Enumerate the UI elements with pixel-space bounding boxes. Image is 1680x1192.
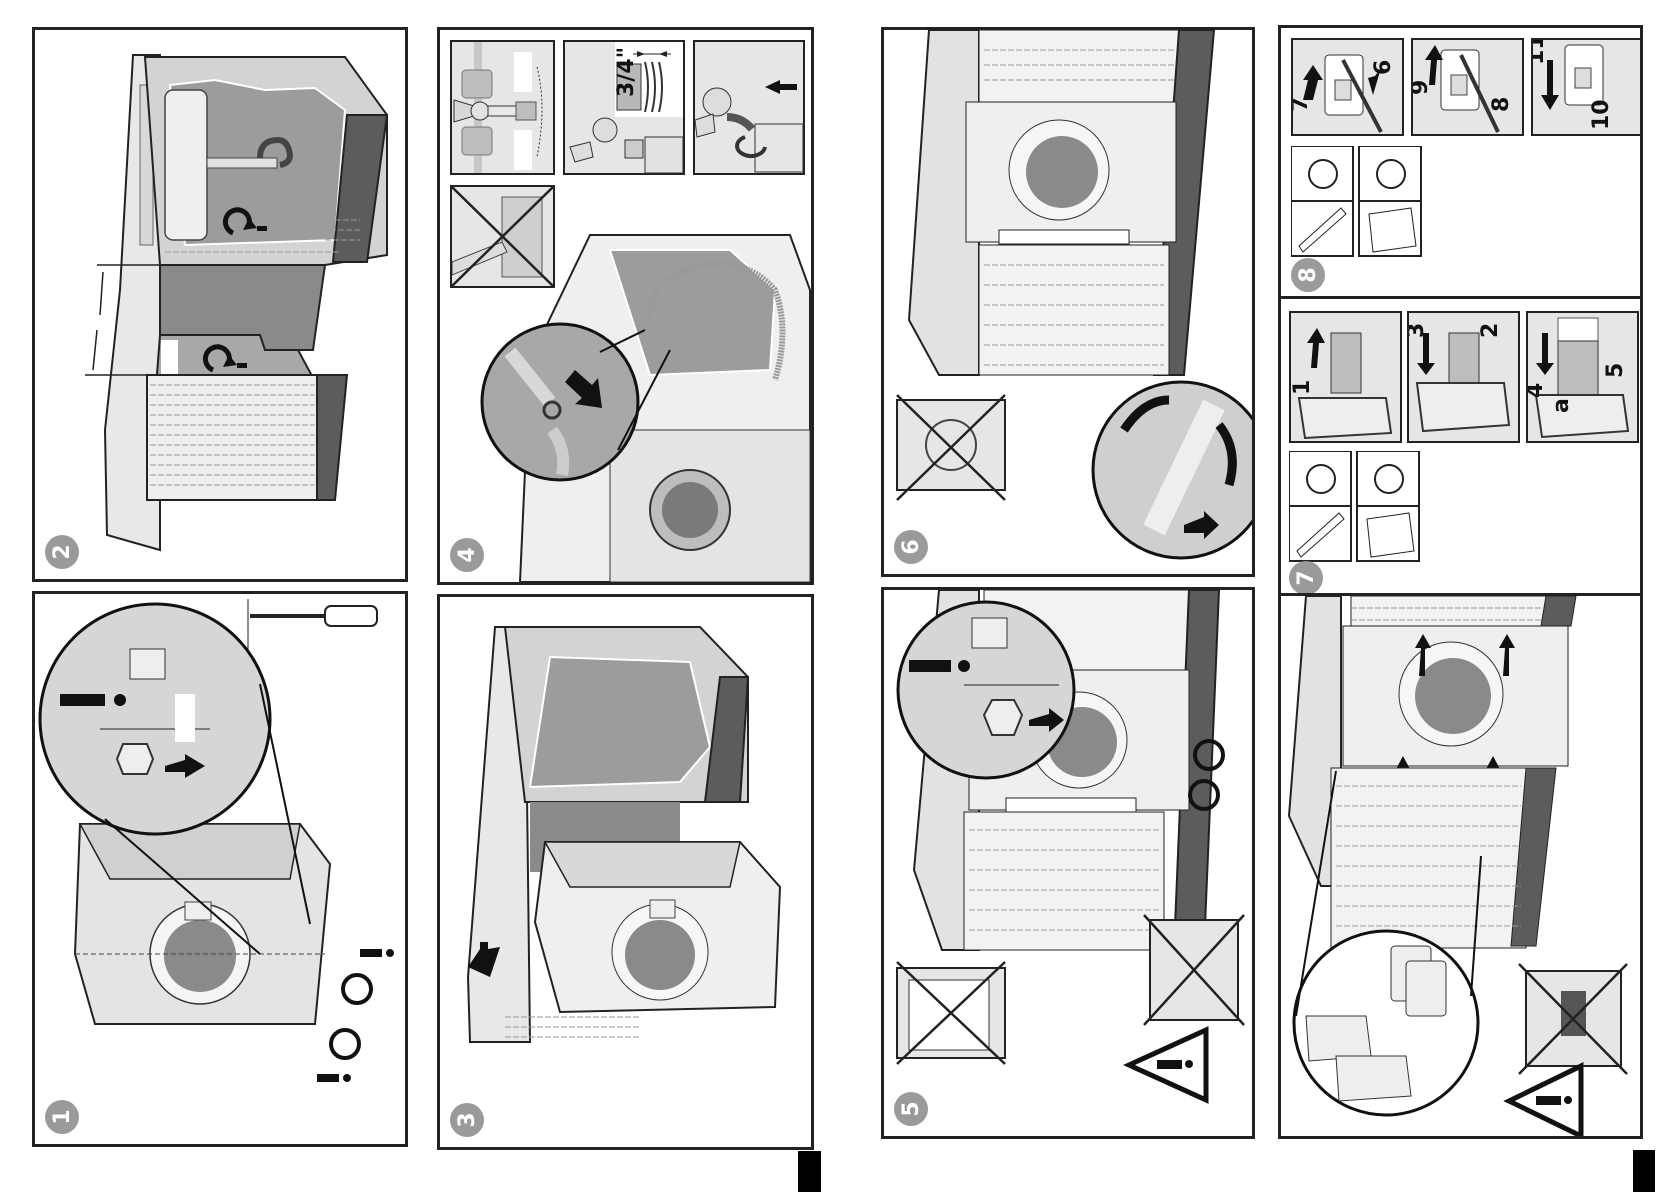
panel-step-2: 2 xyxy=(32,27,408,582)
step-number-badge: 7 xyxy=(1289,561,1323,595)
page-tab-marker xyxy=(1633,1150,1655,1192)
detail-magnifier xyxy=(40,604,270,834)
section-step-8: 7 6 9 8 11 10 xyxy=(1281,28,1640,296)
bolt-adjustment-illustration xyxy=(35,594,405,1144)
niche-illustration xyxy=(35,30,405,579)
spirit-level xyxy=(999,230,1129,244)
panel-step-1: 1 xyxy=(32,591,408,1147)
step-number-badge: 5 xyxy=(894,1092,928,1126)
warning-mark-icon xyxy=(909,660,951,672)
push-arrow-icon xyxy=(1425,45,1443,85)
cover-step-6-7: 7 6 xyxy=(1291,38,1404,136)
step-number-badge: 2 xyxy=(45,535,79,569)
insert-machine-illustration xyxy=(440,597,811,1147)
leveling-illustration xyxy=(884,30,1252,574)
step-number-badge: 6 xyxy=(894,530,928,564)
panel-step-4: 3/4" xyxy=(437,27,814,585)
step-number-badge: 3 xyxy=(450,1103,484,1137)
rotate-screwdriver-icon xyxy=(331,975,371,1058)
svg-text:10: 10 xyxy=(1589,99,1614,130)
svg-text:2: 2 xyxy=(1478,323,1503,338)
door-mini-diagrams xyxy=(1291,146,1431,258)
cover-step-8-9: 9 8 xyxy=(1411,38,1524,136)
panel-step-8-7: 7 6 9 8 11 10 xyxy=(1278,25,1643,1139)
door-mount-illustration xyxy=(1281,596,1640,1136)
svg-text:8: 8 xyxy=(1489,97,1514,112)
step-number-badge: 8 xyxy=(1291,258,1325,292)
screwdriver-icon xyxy=(248,599,377,664)
hose-connection-illustration xyxy=(440,30,811,582)
push-arrow-icon xyxy=(1536,333,1554,375)
hinge-step-4-5: 4 5 a xyxy=(1526,311,1639,443)
push-arrow-icon xyxy=(1307,328,1325,368)
svg-text:a: a xyxy=(1549,398,1574,413)
step-number-badge: 4 xyxy=(450,538,484,572)
panel-step-5: 5 xyxy=(881,587,1255,1139)
door-mini-diagrams xyxy=(1289,451,1429,563)
warning-mark-icon xyxy=(60,694,105,706)
hinge-step-2-3: 3 2 xyxy=(1407,311,1520,443)
svg-text:7: 7 xyxy=(1293,97,1313,112)
push-arrow-icon xyxy=(1303,65,1323,100)
bolt-setting-illustration xyxy=(884,590,1252,1136)
svg-text:5: 5 xyxy=(1603,363,1628,378)
section-step-7: 1 3 2 4 5 a xyxy=(1281,299,1640,595)
page-tab-marker xyxy=(798,1151,821,1192)
push-arrow-icon xyxy=(1541,60,1559,110)
spirit-level xyxy=(1006,798,1136,812)
step-number-badge: 1 xyxy=(45,1100,79,1134)
svg-text:9: 9 xyxy=(1413,80,1433,95)
svg-text:3: 3 xyxy=(1409,323,1429,338)
cover-step-10-11: 11 10 xyxy=(1531,38,1643,136)
warning-triangle-icon xyxy=(1509,1066,1581,1136)
warning-triangle-icon xyxy=(1129,1030,1206,1100)
svg-text:4: 4 xyxy=(1528,383,1548,398)
svg-text:11: 11 xyxy=(1533,40,1549,65)
svg-text:6: 6 xyxy=(1371,60,1396,75)
panel-step-3: 3 xyxy=(437,594,814,1150)
panel-step-6: 6 xyxy=(881,27,1255,577)
svg-text:1: 1 xyxy=(1291,380,1315,395)
push-arrow-icon xyxy=(1417,333,1435,375)
hinge-step-1: 1 xyxy=(1289,311,1402,443)
